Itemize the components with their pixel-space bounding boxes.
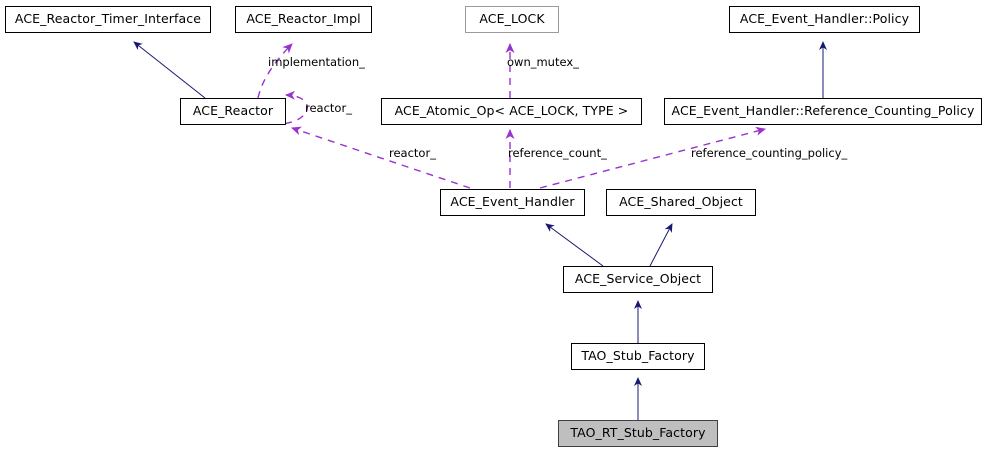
node-tao-rt-stub-factory[interactable]: TAO_RT_Stub_Factory xyxy=(558,420,718,447)
node-ace-atomic-op[interactable]: ACE_Atomic_Op< ACE_LOCK, TYPE > xyxy=(381,98,642,125)
edge-serviceobject-to-eventhandler xyxy=(545,223,604,267)
inheritance-edges xyxy=(133,41,827,420)
edge-label-reference-count: reference_count_ xyxy=(508,146,607,160)
node-tao-stub-factory[interactable]: TAO_Stub_Factory xyxy=(571,343,705,370)
edge-label-reference-counting-policy: reference_counting_policy_ xyxy=(691,146,848,160)
edge-serviceobject-to-sharedobject xyxy=(649,223,673,267)
node-ace-event-handler-reference-counting-policy[interactable]: ACE_Event_Handler::Reference_Counting_Po… xyxy=(664,98,982,125)
edge-label-implementation: implementation_ xyxy=(268,55,365,69)
node-ace-service-object[interactable]: ACE_Service_Object xyxy=(563,266,713,293)
edge-label-own-mutex: own_mutex_ xyxy=(507,55,579,69)
edge-reactor-to-timer-interface xyxy=(133,41,206,99)
node-ace-shared-object[interactable]: ACE_Shared_Object xyxy=(606,189,756,216)
edge-reactor-implementation xyxy=(257,43,293,99)
node-ace-reactor-impl[interactable]: ACE_Reactor_Impl xyxy=(235,6,372,33)
node-ace-reactor[interactable]: ACE_Reactor xyxy=(180,98,286,125)
edge-label-reactor: reactor_ xyxy=(389,146,436,160)
node-ace-reactor-timer-interface[interactable]: ACE_Reactor_Timer_Interface xyxy=(5,6,211,33)
edge-eventhandler-reactor xyxy=(291,126,471,189)
node-ace-lock[interactable]: ACE_LOCK xyxy=(465,6,559,33)
node-ace-event-handler-policy[interactable]: ACE_Event_Handler::Policy xyxy=(729,6,920,33)
node-ace-event-handler[interactable]: ACE_Event_Handler xyxy=(440,189,585,216)
edge-label-reactor-self: reactor_ xyxy=(305,101,352,115)
edge-reactor-self-reactor xyxy=(271,90,308,125)
association-edges xyxy=(257,43,766,189)
